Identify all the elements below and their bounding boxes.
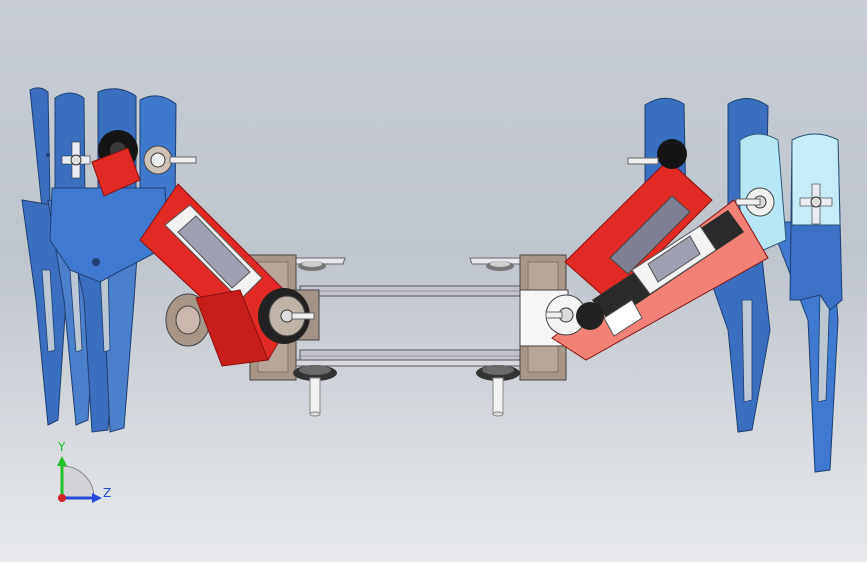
right-leg-assembly[interactable] <box>545 97 843 473</box>
axis-triad <box>57 456 102 503</box>
z-axis-label: Z <box>103 486 112 500</box>
left-servo-horn <box>61 141 91 179</box>
right-servo-horn <box>799 183 833 225</box>
center-body[interactable] <box>249 254 569 417</box>
left-leg-assembly[interactable] <box>21 87 315 433</box>
right-bottom-standoff <box>476 365 520 417</box>
y-axis-label: Y <box>58 440 66 454</box>
left-bottom-standoff <box>293 365 337 417</box>
